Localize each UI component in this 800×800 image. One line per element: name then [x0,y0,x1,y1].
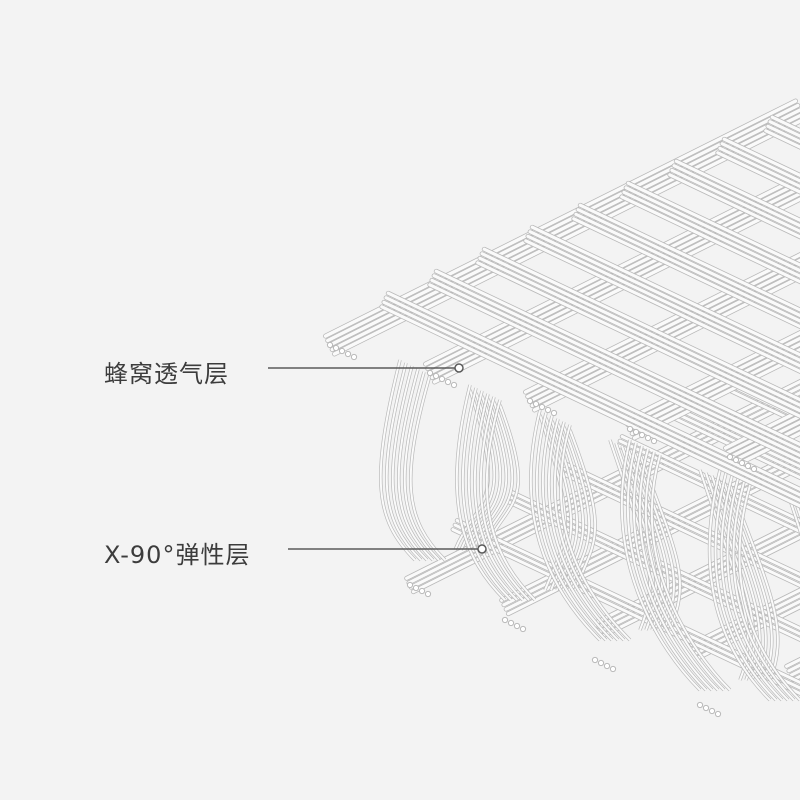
strand-end [738,459,746,467]
top-width-strand [715,136,800,195]
strand-end [732,456,740,464]
leader-dot-bottom [477,544,487,554]
top-depth-strand [623,330,800,441]
strand-end [597,659,605,667]
top-width-strand [427,268,800,464]
strand-end [609,665,617,673]
fiber-loop [379,359,521,562]
strand-end [750,465,758,473]
top-honeycomb-grid [323,98,800,509]
leader-dot-top [454,363,464,373]
top-width-strand [571,202,800,330]
strand-end [507,619,515,627]
fiber-loop [707,469,800,702]
strand-end [644,434,652,442]
strand-end [438,375,446,383]
strand-end [350,353,358,361]
strand-end [632,428,640,436]
top-width-strand [523,224,800,375]
elastic-layer-label: X-90°弹性层 [104,541,251,569]
strand-end [726,453,734,461]
strand-end [332,344,340,352]
strand-end [714,710,722,718]
strand-end [326,341,334,349]
strand-end [432,372,440,380]
strand-end [344,350,352,358]
strand-end [638,431,646,439]
strand-end [603,662,611,670]
strand-end [744,462,752,470]
strand-end [450,381,458,389]
strand-end [444,378,452,386]
strand-end [708,707,716,715]
honeycomb-layer-label: 蜂窝透气层 [104,360,229,388]
strand-end [544,406,552,414]
strand-end [338,347,346,355]
top-width-strand [475,246,800,419]
strand-end [513,622,521,630]
strand-end [418,587,426,595]
strand-end [412,584,420,592]
strand-end [426,369,434,377]
callout-leaders [268,363,487,554]
strand-end [526,397,534,405]
strand-end [501,616,509,624]
bottom-width-strand [615,434,800,535]
strand-end [424,590,432,598]
strand-end [532,400,540,408]
strand-end [696,701,704,709]
top-width-strand [619,180,800,285]
strand-end [538,403,546,411]
vertical-fiber-loops [379,359,800,702]
strand-end [626,425,634,433]
strand-end [702,704,710,712]
strand-end [550,409,558,417]
strand-end [650,437,658,445]
strand-end [406,581,414,589]
top-width-strand [667,158,800,240]
strand-end [519,625,527,633]
strand-end [591,656,599,664]
top-width-strand [379,290,800,509]
